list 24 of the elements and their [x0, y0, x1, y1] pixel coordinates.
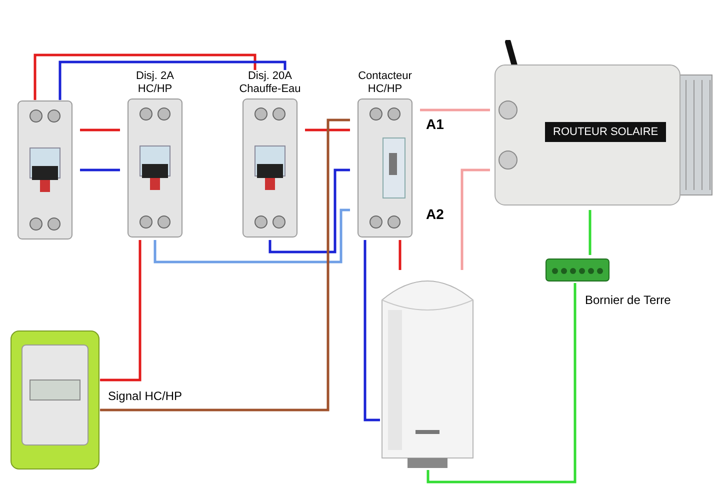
wire	[268, 168, 350, 254]
nameplate-label: ROUTEUR SOLAIRE	[545, 122, 666, 142]
wire	[154, 208, 350, 264]
wire	[80, 128, 120, 132]
wire	[364, 240, 380, 422]
wire	[100, 118, 350, 412]
wire	[305, 128, 350, 132]
terminal-block-label: Bornier de Terre	[585, 293, 671, 307]
device-label: Disj. 2A HC/HP	[135, 70, 175, 97]
wire	[460, 168, 490, 270]
terminal-label: A2	[426, 206, 444, 222]
wire	[398, 240, 402, 270]
wire	[80, 168, 120, 172]
device-label: Disj. 20A Chauffe-Eau	[238, 70, 302, 97]
wire	[588, 210, 592, 255]
wire	[420, 108, 490, 112]
wire	[34, 54, 256, 100]
wire	[100, 240, 142, 382]
electricity-meter-drawing	[10, 330, 100, 470]
wire	[58, 60, 286, 100]
wire	[426, 283, 576, 484]
signal-label: Signal HC/HP	[108, 389, 182, 403]
terminal-label: A1	[426, 116, 444, 132]
device-label: Contacteur HC/HP	[357, 70, 413, 97]
